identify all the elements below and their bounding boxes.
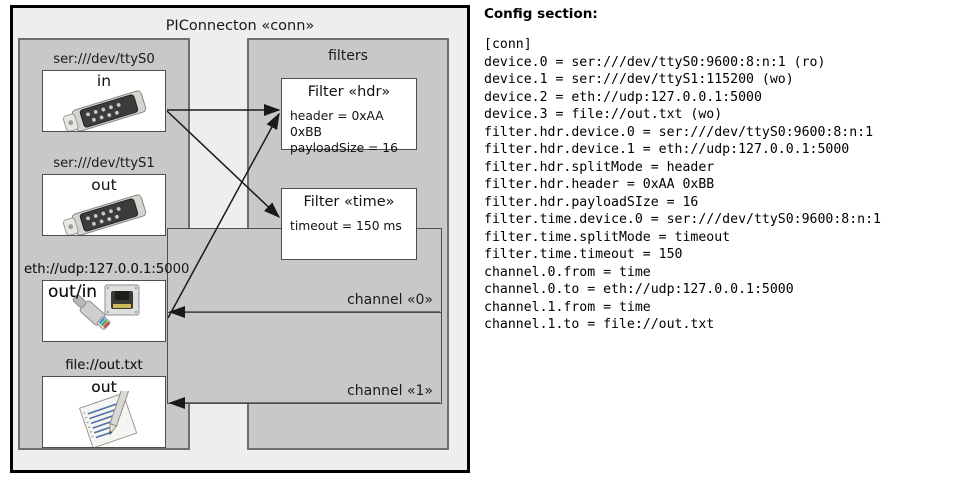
device-direction-overlay: out/in bbox=[48, 282, 98, 302]
filter-time-box-overlay: Filter «time» timeout = 150 ms bbox=[281, 188, 417, 260]
config-line: filter.hdr.device.1 = eth://udp:127.0.0.… bbox=[484, 142, 850, 157]
config-line: filter.hdr.header = 0xAA 0xBB bbox=[484, 177, 715, 192]
config-line: channel.0.from = time bbox=[484, 264, 651, 280]
filters-panel-title: filters bbox=[328, 48, 368, 64]
filter-prop: header = 0xAA 0xBB bbox=[290, 109, 384, 139]
config-line: filter.time.splitMode = timeout bbox=[484, 229, 731, 245]
config-line: filter.time.device.0 = ser:///dev/ttyS0:… bbox=[484, 212, 881, 227]
filter-properties-overlay: timeout = 150 ms bbox=[290, 218, 402, 234]
device-direction: in bbox=[96, 72, 112, 90]
component-title: PIConnecton «conn» bbox=[165, 18, 315, 34]
config-heading: Config section: bbox=[484, 6, 598, 22]
serial-port-icon bbox=[62, 194, 147, 235]
config-line: device.0 = ser:///dev/ttyS0:9600:8:n:1 (… bbox=[484, 54, 826, 70]
device-box-overlay: out bbox=[42, 376, 166, 448]
filter-title: Filter «hdr» bbox=[307, 84, 391, 100]
device-label-overlay: file://out.txt bbox=[65, 358, 143, 373]
device-direction: out bbox=[91, 378, 117, 396]
filter-hdr-box[interactable]: Filter «hdr» header = 0xAA 0xBB payloadS… bbox=[281, 78, 417, 155]
serial-port-icon bbox=[62, 90, 147, 131]
device-label: eth://udp:127.0.0.1:5000 bbox=[24, 262, 190, 277]
text-file-icon bbox=[78, 391, 138, 447]
device-label: ser:///dev/ttyS0 bbox=[53, 52, 155, 67]
config-line: channel.1.to = file://out.txt bbox=[484, 317, 715, 332]
filter-prop: payloadSize = 16 bbox=[290, 141, 398, 155]
channel-label: channel «1» bbox=[347, 383, 433, 399]
device-label-overlay: eth://udp:127.0.0.1:5000 bbox=[24, 262, 190, 277]
device-box[interactable]: in bbox=[42, 70, 166, 132]
device-direction-overlay: out bbox=[91, 378, 117, 396]
config-line: filter.hdr.device.0 = ser:///dev/ttyS0:9… bbox=[484, 124, 874, 140]
config-line: device.1 = ser:///dev/ttyS1:115200 (wo) bbox=[484, 72, 794, 87]
device-direction: out bbox=[91, 176, 117, 194]
device-direction: out/in bbox=[48, 282, 98, 302]
config-line: filter.hdr.payloadSIze = 16 bbox=[484, 194, 699, 210]
config-line: channel.1.from = time bbox=[484, 299, 651, 315]
ethernet-jack-icon bbox=[72, 284, 140, 330]
config-line: filter.time.timeout = 150 bbox=[484, 247, 683, 262]
filter-title-overlay: Filter «time» bbox=[303, 194, 395, 210]
config-line: device.2 = eth://udp:127.0.0.1:5000 bbox=[484, 89, 762, 105]
channel-label: channel «0» bbox=[347, 292, 433, 308]
config-line: [conn] bbox=[484, 37, 532, 52]
config-line: device.3 = file://out.txt (wo) bbox=[484, 107, 723, 122]
filter-prop: timeout = 150 ms bbox=[290, 219, 402, 233]
channel-1-box[interactable]: channel «1» bbox=[167, 312, 442, 404]
device-label: ser:///dev/ttyS1 bbox=[53, 156, 155, 171]
device-label: file://out.txt bbox=[65, 358, 143, 373]
config-line: filter.hdr.splitMode = header bbox=[484, 159, 715, 175]
config-section: Config section: [conn] device.0 = ser:///… bbox=[484, 6, 954, 334]
device-box[interactable]: out bbox=[42, 174, 166, 236]
config-line: channel.0.to = eth://udp:127.0.0.1:5000 bbox=[484, 282, 794, 297]
filter-properties: header = 0xAA 0xBB payloadSize = 16 bbox=[290, 108, 416, 156]
device-box-overlay: out/in bbox=[42, 280, 166, 342]
config-lines[interactable]: [conn] device.0 = ser:///dev/ttyS0:9600:8… bbox=[484, 36, 954, 334]
